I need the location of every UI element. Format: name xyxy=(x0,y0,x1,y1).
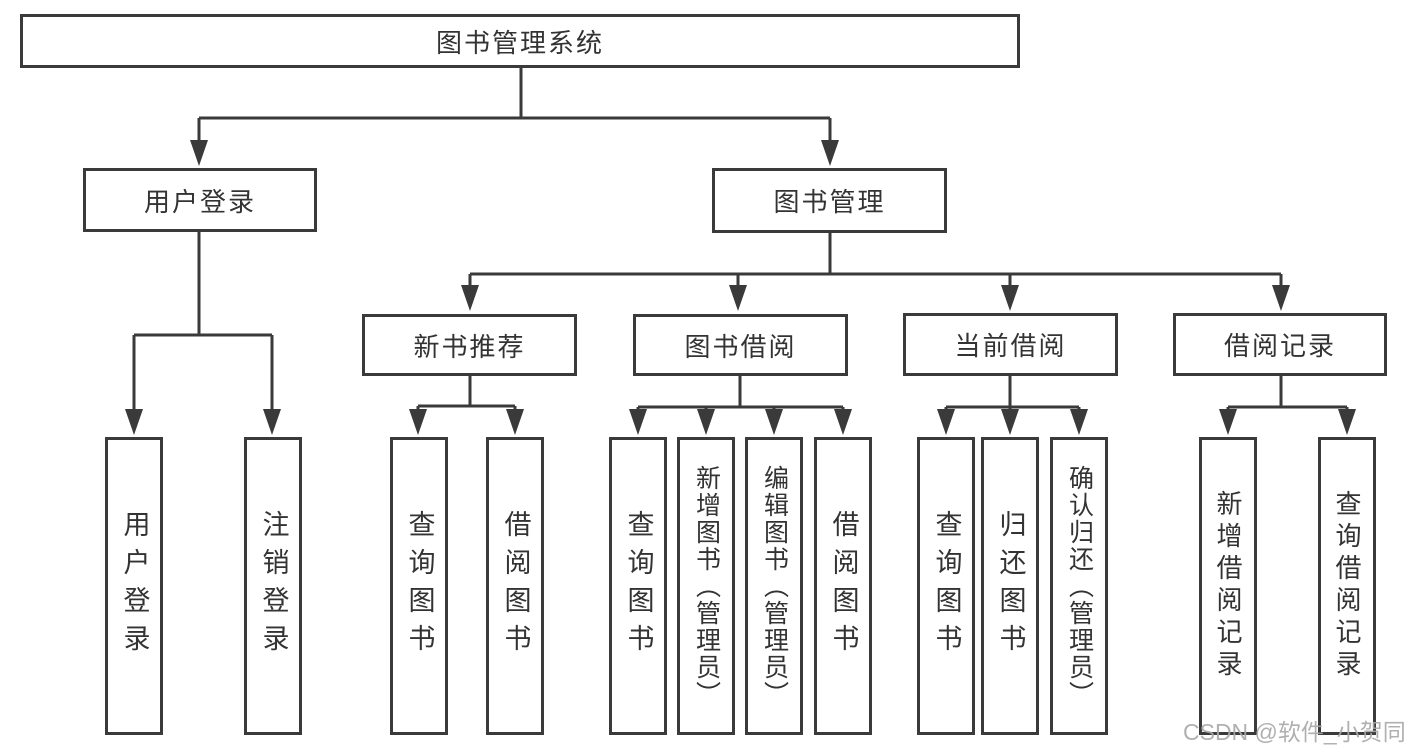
arrow-icon xyxy=(190,140,208,166)
connector-user-login-to-leaves xyxy=(132,232,274,413)
arrow-icon xyxy=(937,409,955,435)
leaf-edit-books-admin: 编辑图书（管理员） xyxy=(745,437,803,735)
arrow-icon xyxy=(409,409,427,435)
leaf-query-books-borrow: 查询图书 xyxy=(609,437,667,735)
connector-borrow-records-to-leaves xyxy=(1226,376,1349,413)
node-label: 查询图书 xyxy=(931,510,962,662)
leaf-return-books: 归还图书 xyxy=(981,437,1039,735)
node-current-borrow: 当前借阅 xyxy=(903,313,1118,376)
leaf-query-books-recommend: 查询图书 xyxy=(390,437,448,735)
leaf-logout: 注销登录 xyxy=(244,437,302,735)
node-label: 归还图书 xyxy=(995,510,1026,662)
node-user-login: 用户登录 xyxy=(83,168,317,232)
node-label: 当前借阅 xyxy=(954,331,1067,361)
node-borrow-records: 借阅记录 xyxy=(1173,313,1387,376)
arrow-icon xyxy=(821,140,839,166)
node-label: 用户登录 xyxy=(143,186,256,217)
node-label: 借阅记录 xyxy=(1223,331,1336,361)
node-book-management: 图书管理 xyxy=(712,168,947,233)
node-label: 图书管理 xyxy=(773,187,886,217)
arrow-icon xyxy=(1070,409,1088,435)
leaf-add-borrow-record: 新增借阅记录 xyxy=(1199,437,1257,735)
arrow-icon xyxy=(629,409,647,435)
arrow-icon xyxy=(1001,409,1019,435)
node-label: 确认归还（管理员） xyxy=(1065,464,1094,708)
node-label: 查询图书 xyxy=(623,510,654,662)
connector-book-borrow-to-leaves xyxy=(636,376,845,413)
arrow-icon xyxy=(834,409,852,435)
node-label: 新增借阅记录 xyxy=(1213,490,1243,682)
node-label: 注销登录 xyxy=(258,510,289,662)
arrow-icon xyxy=(506,409,524,435)
node-label: 图书借阅 xyxy=(684,331,797,362)
node-book-management-system: 图书管理系统 xyxy=(20,14,1020,68)
leaf-add-books-admin: 新增图书（管理员） xyxy=(677,437,735,735)
arrowheads xyxy=(125,140,1356,435)
leaf-borrow-books: 借阅图书 xyxy=(814,437,872,735)
arrow-icon xyxy=(263,409,281,435)
leaf-query-books-current: 查询图书 xyxy=(917,437,975,735)
node-label: 新增图书（管理员） xyxy=(692,464,721,708)
node-label: 查询图书 xyxy=(404,510,435,662)
leaf-query-borrow-record: 查询借阅记录 xyxy=(1318,437,1376,735)
connector-new-book-recommend-to-leaves xyxy=(416,376,517,413)
leaf-user-login: 用户登录 xyxy=(105,437,163,735)
connector-root-to-level2 xyxy=(197,68,832,144)
arrow-icon xyxy=(765,409,783,435)
arrow-icon xyxy=(461,285,479,311)
node-label: 用户登录 xyxy=(119,510,150,662)
leaf-confirm-return-admin: 确认归还（管理员） xyxy=(1050,437,1108,735)
arrow-icon xyxy=(729,285,747,311)
node-label: 新书推荐 xyxy=(413,331,526,362)
leaf-borrow-books-recommend: 借阅图书 xyxy=(486,437,544,735)
connector-book-mgmt-to-level3 xyxy=(468,233,1283,289)
arrow-icon xyxy=(1219,409,1237,435)
node-book-borrow: 图书借阅 xyxy=(633,314,848,376)
csdn-watermark: CSDN @软件_小贺同学 xyxy=(1183,719,1405,745)
arrow-icon xyxy=(1272,285,1290,311)
node-label: 查询借阅记录 xyxy=(1332,490,1362,682)
node-label: 借阅图书 xyxy=(500,510,531,662)
node-new-book-recommend: 新书推荐 xyxy=(362,314,577,376)
arrow-icon xyxy=(697,409,715,435)
arrow-icon xyxy=(125,409,143,435)
node-label: 编辑图书（管理员） xyxy=(760,464,789,708)
connector-current-borrow-to-leaves xyxy=(944,376,1081,413)
arrow-icon xyxy=(1001,285,1019,311)
arrow-icon xyxy=(1338,409,1356,435)
node-label: 借阅图书 xyxy=(828,510,859,662)
node-label: 图书管理系统 xyxy=(435,27,604,58)
